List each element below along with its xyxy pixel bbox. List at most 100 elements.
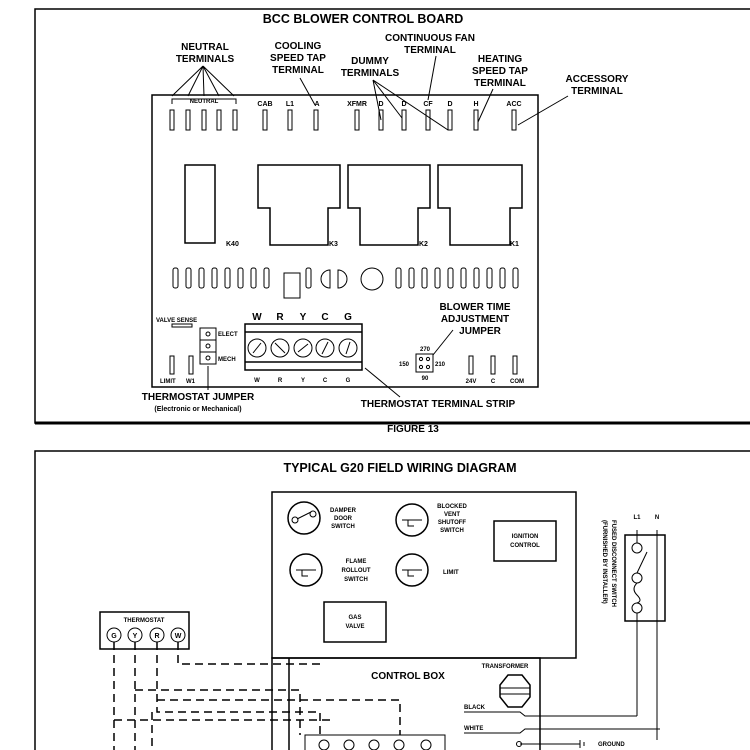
callout-terminal-strip: THERMOSTAT TERMINAL STRIP: [361, 367, 516, 410]
white-wire-label: WHITE: [464, 726, 483, 732]
callout-cooling-speed-tap: COOLING SPEED TAP TERMINAL: [270, 41, 326, 106]
svg-text:R: R: [154, 633, 159, 640]
relay-k40: K40: [184, 164, 239, 248]
svg-text:NEUTRAL: NEUTRAL: [181, 42, 229, 53]
g20-frame: [34, 450, 750, 750]
blocked-vent-shutoff-switch: BLOCKED VENT SHUTOFF SWITCH: [395, 503, 467, 537]
svg-text:BLOWER TIME: BLOWER TIME: [439, 302, 510, 313]
svg-text:TERMINALS: TERMINALS: [176, 54, 235, 65]
svg-text:THERMOSTAT: THERMOSTAT: [124, 618, 165, 624]
svg-text:HEATING: HEATING: [478, 54, 522, 65]
svg-text:TERMINALS: TERMINALS: [341, 68, 400, 79]
thermostat-terminal-strip: W R Y C G W R Y C G: [244, 312, 363, 384]
svg-text:BLOCKED: BLOCKED: [437, 504, 467, 510]
g20-title: TYPICAL G20 FIELD WIRING DIAGRAM: [283, 461, 516, 475]
blower-time-jumper: 270 150 210 90: [399, 347, 446, 382]
relay-k3: K3: [257, 164, 341, 248]
svg-text:K2: K2: [419, 241, 428, 248]
svg-text:H: H: [473, 101, 478, 108]
svg-text:R: R: [276, 312, 284, 323]
svg-text:TERMINAL: TERMINAL: [404, 45, 456, 56]
svg-text:C: C: [321, 312, 328, 323]
svg-text:D: D: [401, 101, 406, 108]
svg-text:Y: Y: [301, 378, 305, 384]
svg-text:(Electronic or Mechanical): (Electronic or Mechanical): [154, 406, 241, 413]
svg-text:150: 150: [399, 362, 410, 368]
ignition-control: IGNITION CONTROL: [493, 520, 557, 562]
figure-13-caption: FIGURE 13: [387, 424, 439, 435]
figure-13: BCC BLOWER CONTROL BOARD NEUTRAL TERMINA…: [34, 8, 750, 435]
svg-text:IGNITION: IGNITION: [512, 534, 539, 540]
svg-text:DAMPER: DAMPER: [330, 508, 357, 514]
svg-text:FLAME: FLAME: [346, 559, 367, 565]
callout-accessory-terminal: ACCESSORY TERMINAL: [517, 74, 629, 126]
svg-text:D: D: [378, 101, 383, 108]
svg-text:SWITCH: SWITCH: [344, 577, 368, 583]
svg-text:TRANSFORMER: TRANSFORMER: [482, 664, 529, 670]
svg-text:GAS: GAS: [348, 615, 361, 621]
top-terminal-labels: CAB L1 A XFMR D D CF D H ACC: [257, 101, 521, 108]
blower-control-board: [151, 94, 539, 388]
component-row: [172, 267, 519, 299]
relay-k1: K1: [437, 164, 523, 248]
svg-text:MECH: MECH: [218, 357, 236, 363]
svg-text:G: G: [344, 312, 352, 323]
svg-text:VALVE: VALVE: [345, 624, 364, 630]
svg-text:Y: Y: [133, 633, 138, 640]
svg-text:CONTROL: CONTROL: [510, 543, 540, 549]
ground-label: GROUND: [598, 742, 625, 748]
svg-text:Y: Y: [300, 312, 307, 323]
transformer: TRANSFORMER: [482, 664, 531, 708]
svg-text:LIMIT: LIMIT: [443, 570, 459, 576]
svg-text:W: W: [254, 378, 260, 384]
svg-text:L1: L1: [286, 101, 294, 108]
damper-door-switch: DAMPER DOOR SWITCH: [287, 501, 357, 535]
svg-text:FUSED DISCONNECT SWITCH: FUSED DISCONNECT SWITCH: [610, 520, 616, 607]
flame-rollout-switch: FLAME ROLLOUT SWITCH: [289, 553, 371, 587]
terminal-block: [304, 734, 446, 750]
svg-text:SPEED TAP: SPEED TAP: [270, 53, 326, 64]
svg-text:SWITCH: SWITCH: [440, 528, 464, 534]
svg-text:ADJUSTMENT: ADJUSTMENT: [441, 314, 509, 325]
svg-text:SHUTOFF: SHUTOFF: [438, 520, 467, 526]
svg-text:W: W: [252, 312, 262, 323]
callout-neutral-terminals: NEUTRAL TERMINALS: [171, 42, 235, 97]
svg-text:G: G: [346, 378, 351, 384]
callout-dummy-terminals: DUMMY TERMINALS: [341, 56, 449, 131]
svg-text:TERMINAL: TERMINAL: [272, 65, 324, 76]
line-wiring: [464, 711, 660, 748]
svg-text:210: 210: [435, 362, 446, 368]
svg-text:C: C: [323, 378, 328, 384]
bottom-spade-terminals: [169, 355, 518, 375]
valve-sense-label: VALVE SENSE: [156, 318, 197, 324]
svg-text:K1: K1: [510, 241, 519, 248]
svg-text:ELECT: ELECT: [218, 332, 238, 338]
c-terminal-label: C: [491, 379, 496, 385]
svg-text:ACC: ACC: [506, 101, 521, 108]
svg-text:A: A: [314, 101, 319, 108]
figure-g20: TYPICAL G20 FIELD WIRING DIAGRAM DAMPER …: [34, 450, 750, 750]
svg-text:TERMINAL: TERMINAL: [474, 78, 526, 89]
svg-text:K40: K40: [226, 241, 239, 248]
svg-text:XFMR: XFMR: [347, 101, 367, 108]
neutral-label: NEUTRAL: [190, 99, 219, 105]
svg-text:DUMMY: DUMMY: [351, 56, 389, 67]
n-label: N: [655, 515, 659, 521]
svg-text:VENT: VENT: [444, 512, 460, 518]
svg-text:D: D: [447, 101, 452, 108]
black-wire-label: BLACK: [464, 705, 486, 711]
svg-text:COOLING: COOLING: [275, 41, 322, 52]
callout-heating-speed-tap: HEATING SPEED TAP TERMINAL: [472, 54, 528, 123]
svg-text:(FURNISHED BY INSTALLER): (FURNISHED BY INSTALLER): [601, 520, 607, 604]
svg-text:G: G: [111, 633, 117, 640]
svg-text:SPEED TAP: SPEED TAP: [472, 66, 528, 77]
svg-text:270: 270: [420, 347, 431, 353]
svg-text:CONTINUOUS FAN: CONTINUOUS FAN: [385, 33, 475, 44]
top-spade-terminals: [169, 109, 517, 131]
w1-terminal-label: W1: [186, 379, 196, 385]
limit-switch: LIMIT: [395, 553, 459, 587]
l1-label: L1: [633, 515, 641, 521]
gas-valve: GAS VALVE: [323, 601, 387, 643]
svg-text:K3: K3: [329, 241, 338, 248]
